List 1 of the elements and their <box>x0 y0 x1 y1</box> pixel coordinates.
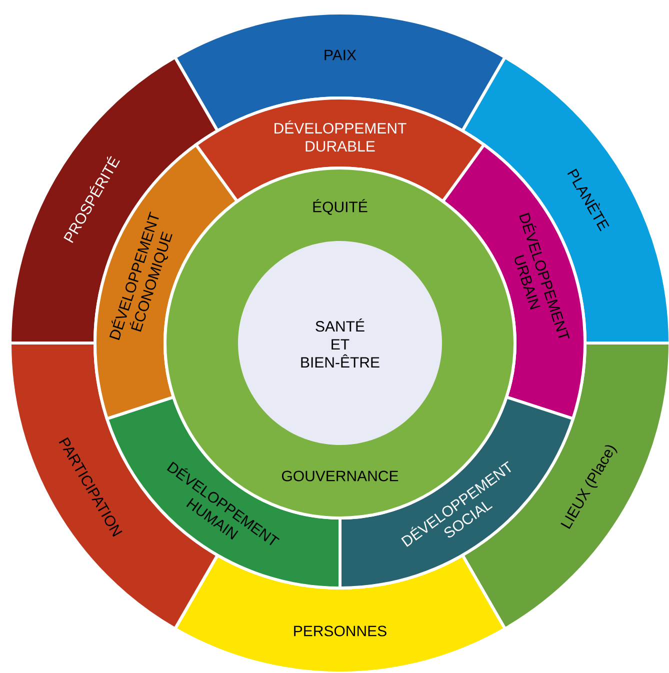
ring-segment: PERSONNES <box>174 554 506 673</box>
